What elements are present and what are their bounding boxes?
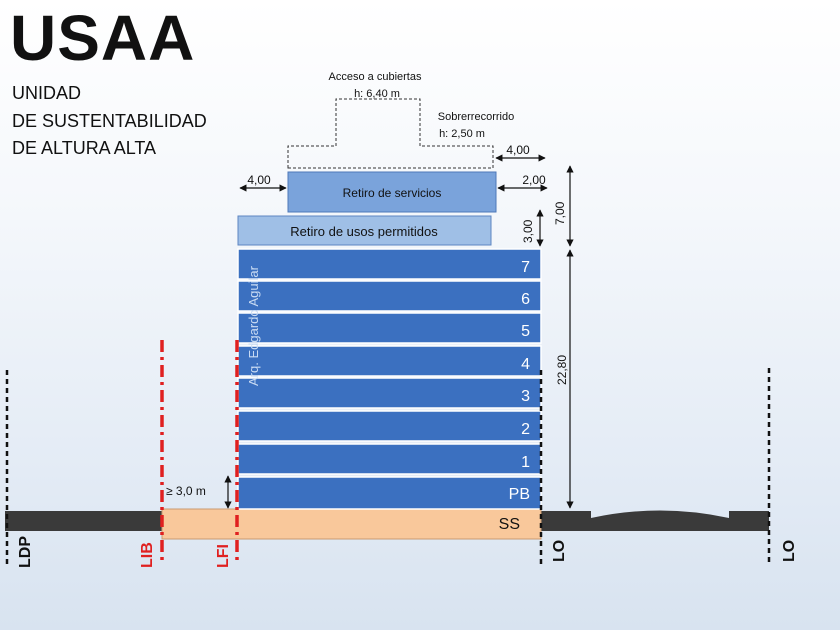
ground-line bbox=[5, 510, 769, 531]
overrun-label: Sobrerrecorrido bbox=[438, 111, 514, 123]
floor-7 bbox=[237, 248, 542, 280]
dim-services-left-label: 4,00 bbox=[247, 173, 271, 187]
lib-label: LIB bbox=[139, 542, 156, 568]
basement-label: SS bbox=[499, 516, 520, 533]
subtitle-line-3: DE ALTURA ALTA bbox=[12, 138, 157, 158]
floor-1 bbox=[237, 443, 542, 475]
lo-label-right: LO bbox=[781, 540, 798, 562]
overrun-height: h: 2,50 m bbox=[439, 128, 485, 140]
dim-services-right-label: 2,00 bbox=[522, 173, 546, 187]
floor-label-1: 1 bbox=[521, 454, 530, 471]
lfi-label: LFI bbox=[215, 544, 232, 568]
roof-access-label: Acceso a cubiertas bbox=[329, 71, 422, 83]
floor-label-4: 4 bbox=[521, 356, 530, 373]
author-credit: Arq. Edgardo Aguilar bbox=[246, 265, 261, 386]
setback-services-block bbox=[287, 171, 497, 213]
roof-access-height: h: 6,40 m bbox=[354, 88, 400, 100]
floor-label-5: 5 bbox=[521, 323, 530, 340]
dim-ground-floor-label: ≥ 3,0 m bbox=[166, 484, 206, 498]
floor-5 bbox=[237, 312, 542, 344]
floor-label-7: 7 bbox=[521, 259, 530, 276]
subtitle-line-2: DE SUSTENTABILIDAD bbox=[12, 111, 207, 131]
setback-uses-label: Retiro de usos permitidos bbox=[290, 224, 438, 239]
floor-label-3: 3 bbox=[521, 388, 530, 405]
ldp-label: LDP bbox=[17, 536, 34, 568]
dim-overrun-label: 4,00 bbox=[506, 143, 530, 157]
dim-top-height-label: 7,00 bbox=[553, 201, 567, 225]
floor-2 bbox=[237, 410, 542, 442]
page-title: USAA bbox=[10, 2, 196, 74]
dim-uses-height-label: 3,00 bbox=[521, 219, 535, 243]
lo-label-left: LO bbox=[551, 540, 568, 562]
floor-label-pb: PB bbox=[509, 486, 530, 503]
setback-services-label: Retiro de servicios bbox=[343, 186, 442, 200]
floor-label-2: 2 bbox=[521, 421, 530, 438]
floor-label-6: 6 bbox=[521, 291, 530, 308]
floor-4 bbox=[237, 345, 542, 377]
roof-access-outline bbox=[287, 98, 494, 169]
subtitle-line-1: UNIDAD bbox=[12, 83, 82, 103]
setback-uses-block bbox=[237, 215, 492, 246]
dimension-lines bbox=[224, 154, 574, 509]
floors bbox=[237, 248, 542, 510]
dim-building-height-label: 22,80 bbox=[555, 355, 569, 385]
floor-6 bbox=[237, 280, 542, 312]
floor-3 bbox=[237, 377, 542, 409]
basement-block bbox=[161, 508, 542, 540]
floor-pb bbox=[237, 476, 542, 510]
